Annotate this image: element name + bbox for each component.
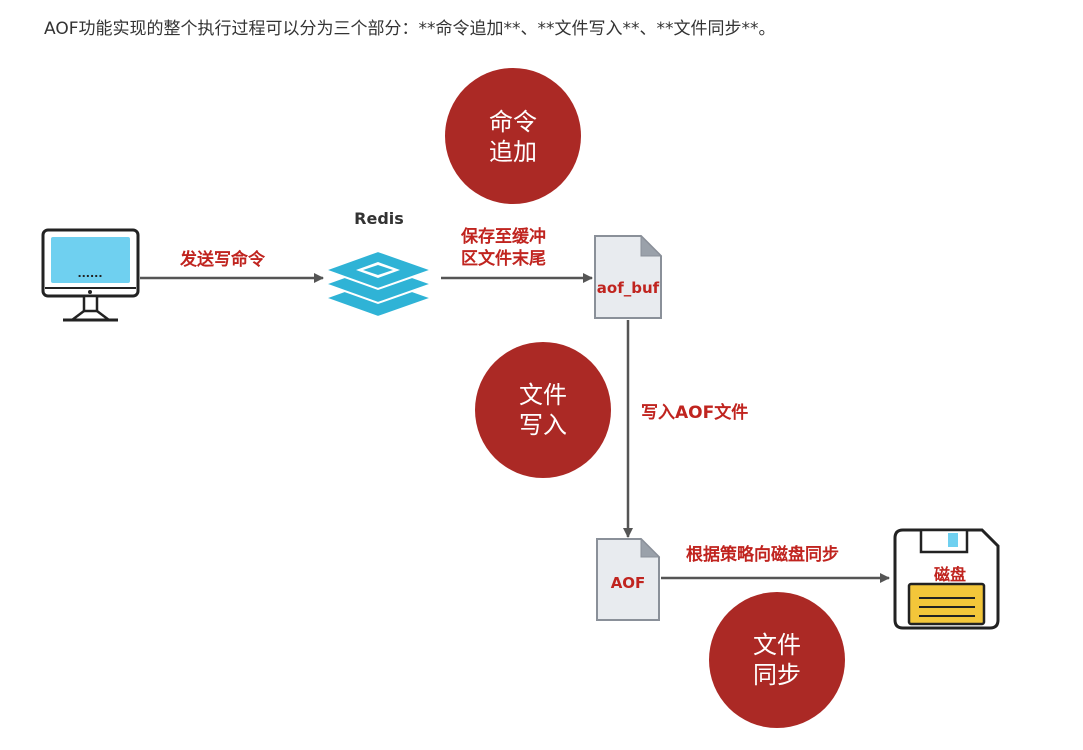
- file-aof-icon: AOF: [596, 537, 661, 621]
- edge-label-send-command: 发送写命令: [179, 249, 266, 270]
- step-3-line1: 文件: [753, 631, 801, 659]
- step-circle-file-sync: 文件 同步: [709, 592, 845, 728]
- redis-label: Redis: [354, 209, 404, 228]
- disk-label: 磁盘: [934, 565, 966, 584]
- step-circle-command-append: 命令 追加: [445, 68, 581, 204]
- step-3-line2: 同步: [753, 661, 801, 689]
- step-2-line2: 写入: [519, 411, 567, 439]
- step-1-line2: 追加: [489, 138, 537, 166]
- intro-paragraph: AOF功能实现的整个执行过程可以分为三个部分：**命令追加**、**文件写入**…: [44, 19, 776, 39]
- monitor-screen-dots: ......: [77, 267, 102, 280]
- step-1-line1: 命令: [489, 108, 537, 136]
- file-label-aof: AOF: [611, 574, 646, 592]
- file-label-aof-buf: aof_buf: [597, 279, 660, 297]
- file-aof-buf-icon: aof_buf: [594, 234, 663, 319]
- disk-icon: 磁盘: [893, 528, 1000, 630]
- step-2-line1: 文件: [519, 381, 567, 409]
- client-monitor-icon: ......: [41, 228, 140, 322]
- edge-label-save-buffer-line1: 保存至缓冲: [460, 226, 546, 247]
- redis-logo-icon: [322, 249, 436, 319]
- step-circle-file-write: 文件 写入: [475, 342, 611, 478]
- edge-label-sync-disk: 根据策略向磁盘同步: [686, 544, 839, 565]
- edge-label-save-buffer-line2: 区文件末尾: [461, 248, 546, 269]
- edge-label-write-aof: 写入AOF文件: [641, 402, 748, 423]
